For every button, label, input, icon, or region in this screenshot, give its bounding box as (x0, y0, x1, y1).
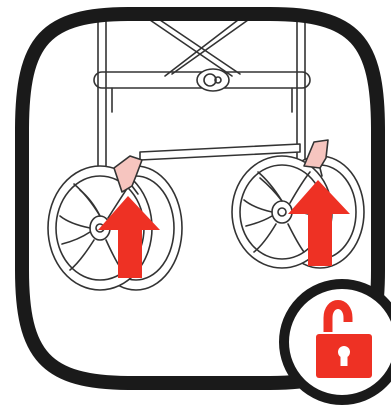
stroller-frame (93, 19, 311, 169)
rounded-frame-border (15, 7, 385, 390)
left-brake-pedal (113, 155, 143, 195)
right-brake-pedal (303, 139, 329, 177)
unlocked-padlock-icon (316, 300, 372, 378)
unlock-badge (279, 279, 391, 405)
up-arrow-icon (288, 180, 350, 266)
right-rear-wheel (231, 155, 365, 269)
up-arrow-icon (98, 196, 160, 278)
